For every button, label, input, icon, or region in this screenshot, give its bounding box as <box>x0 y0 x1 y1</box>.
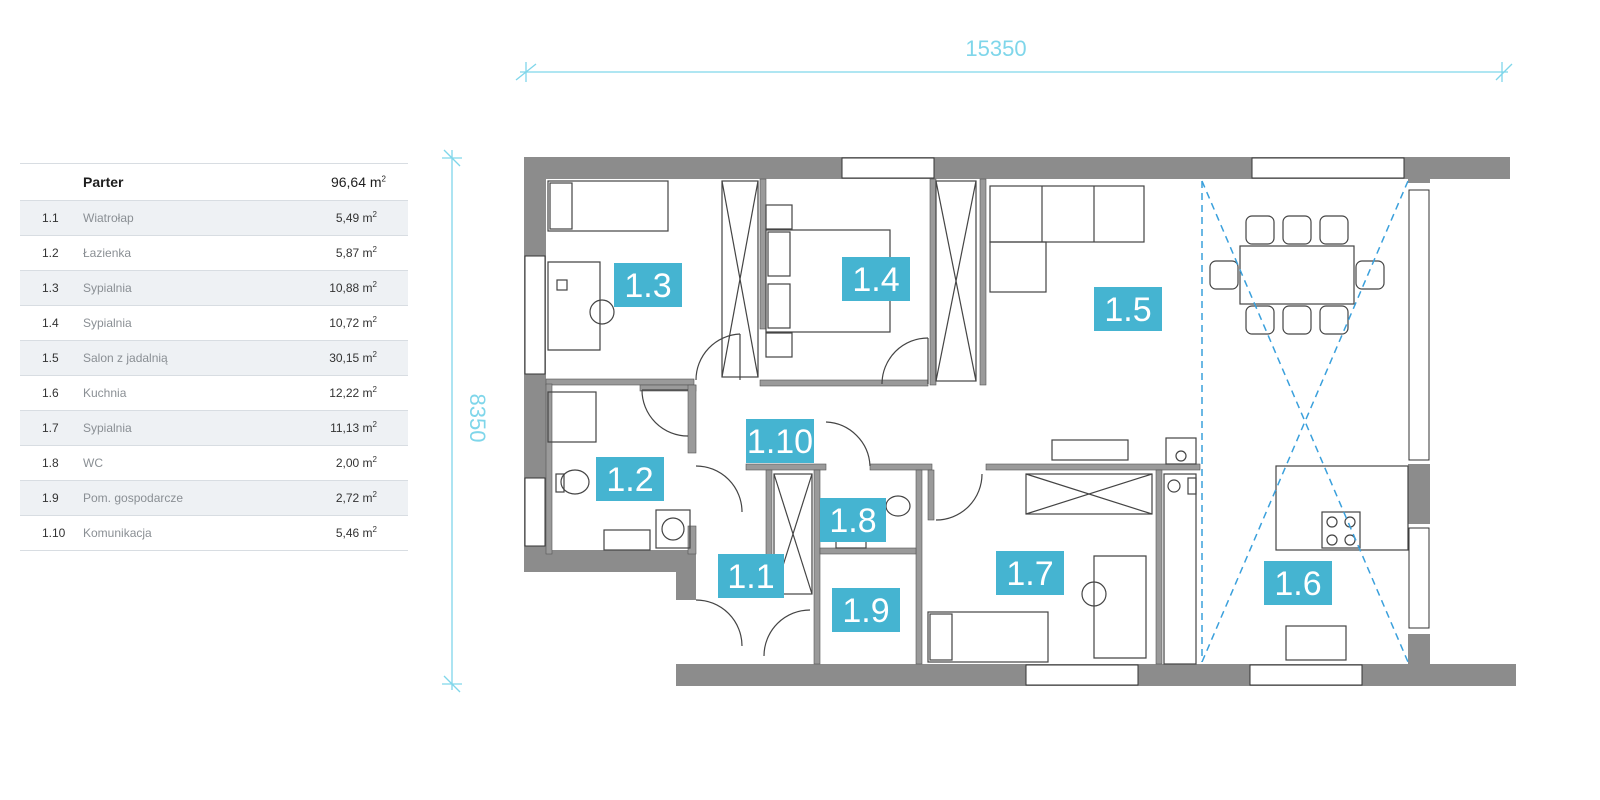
table-row: 1.7 Sypialnia 11,13 m2 <box>20 411 408 446</box>
table-row: 1.5 Salon z jadalnią 30,15 m2 <box>20 341 408 376</box>
table-row: 1.8 WC 2,00 m2 <box>20 446 408 481</box>
windows <box>524 157 1430 686</box>
room-area: 5,46 m2 <box>335 525 377 541</box>
room-name: Kuchnia <box>83 386 127 400</box>
room-area: 10,88 m2 <box>329 280 377 296</box>
room-label-1-6: 1.6 <box>1264 561 1332 605</box>
room-label-1-1: 1.1 <box>718 554 784 598</box>
svg-text:1.1: 1.1 <box>727 558 774 596</box>
svg-text:1.8: 1.8 <box>829 502 876 540</box>
area-table: Parter 96,64 m2 1.1 Wiatrołap 5,49 m2 1.2 Ła… <box>20 163 408 551</box>
room-name: Łazienka <box>83 246 132 260</box>
room-number: 1.2 <box>42 246 59 260</box>
room-label-1-10: 1.10 <box>746 419 814 463</box>
width-dimension-text: 15350 <box>965 36 1026 61</box>
room-area: 11,13 m2 <box>330 420 377 436</box>
svg-text:1.9: 1.9 <box>842 592 889 630</box>
svg-text:1.4: 1.4 <box>852 261 899 299</box>
table-row: 1.10 Komunikacja 5,46 m2 <box>20 516 408 551</box>
room-number: 1.5 <box>42 351 59 365</box>
room-label-1-2: 1.2 <box>596 457 664 501</box>
room-name: Sypialnia <box>83 316 132 330</box>
room-area: 5,87 m2 <box>335 245 377 261</box>
table-row: 1.9 Pom. gospodarcze 2,72 m2 <box>20 481 408 516</box>
room-label-1-8: 1.8 <box>820 498 886 542</box>
svg-text:1.2: 1.2 <box>606 461 653 499</box>
room-name: Sypialnia <box>83 281 132 295</box>
table-header: Parter 96,64 m2 <box>20 163 408 201</box>
room-name: Sypialnia <box>83 421 132 435</box>
room-area: 10,72 m2 <box>329 315 377 331</box>
table-row: 1.1 Wiatrołap 5,49 m2 <box>20 201 408 236</box>
room-area: 30,15 m2 <box>329 350 377 366</box>
table-row: 1.4 Sypialnia 10,72 m2 <box>20 306 408 341</box>
room-label-1-7: 1.7 <box>996 551 1064 595</box>
room-area: 2,00 m2 <box>335 455 377 471</box>
room-area: 2,72 m2 <box>335 490 377 506</box>
svg-text:1.10: 1.10 <box>747 423 813 461</box>
room-number: 1.7 <box>42 421 59 435</box>
room-label-1-4: 1.4 <box>842 257 910 301</box>
floor-total: 96,64 m2 <box>330 174 386 190</box>
height-dimension <box>442 149 462 693</box>
exterior-walls <box>524 157 1516 686</box>
room-label-1-3: 1.3 <box>614 263 682 307</box>
room-name: Pom. gospodarcze <box>83 491 184 505</box>
height-dimension-text: 8350 <box>465 394 490 443</box>
room-area: 5,49 m2 <box>335 210 377 226</box>
room-area: 12,22 m2 <box>329 385 377 401</box>
width-dimension <box>515 62 1513 82</box>
table-row: 1.2 Łazienka 5,87 m2 <box>20 236 408 271</box>
svg-text:1.6: 1.6 <box>1274 565 1321 603</box>
room-name: Wiatrołap <box>83 211 134 225</box>
room-number: 1.9 <box>42 491 59 505</box>
room-number: 1.3 <box>42 281 59 295</box>
svg-text:1.3: 1.3 <box>624 267 671 305</box>
room-label-1-5: 1.5 <box>1094 287 1162 331</box>
room-number: 1.10 <box>42 526 66 540</box>
kitchen-void-lines <box>1201 180 1409 663</box>
room-label-1-9: 1.9 <box>832 588 900 632</box>
room-number: 1.4 <box>42 316 59 330</box>
room-number: 1.8 <box>42 456 59 470</box>
table-row: 1.3 Sypialnia 10,88 m2 <box>20 271 408 306</box>
room-name: Komunikacja <box>83 526 152 540</box>
furniture <box>547 180 1409 665</box>
svg-text:1.7: 1.7 <box>1006 555 1053 593</box>
room-name: WC <box>83 456 103 470</box>
svg-text:1.5: 1.5 <box>1104 291 1151 329</box>
floor-label: Parter <box>83 174 124 190</box>
interior-walls <box>545 178 1201 665</box>
room-number: 1.6 <box>42 386 59 400</box>
table-row: 1.6 Kuchnia 12,22 m2 <box>20 376 408 411</box>
room-number: 1.1 <box>42 211 59 225</box>
room-name: Salon z jadalnią <box>83 351 168 365</box>
table-rows: 1.1 Wiatrołap 5,49 m2 1.2 Łazienka 5,87 m2 1.3… <box>20 201 408 551</box>
